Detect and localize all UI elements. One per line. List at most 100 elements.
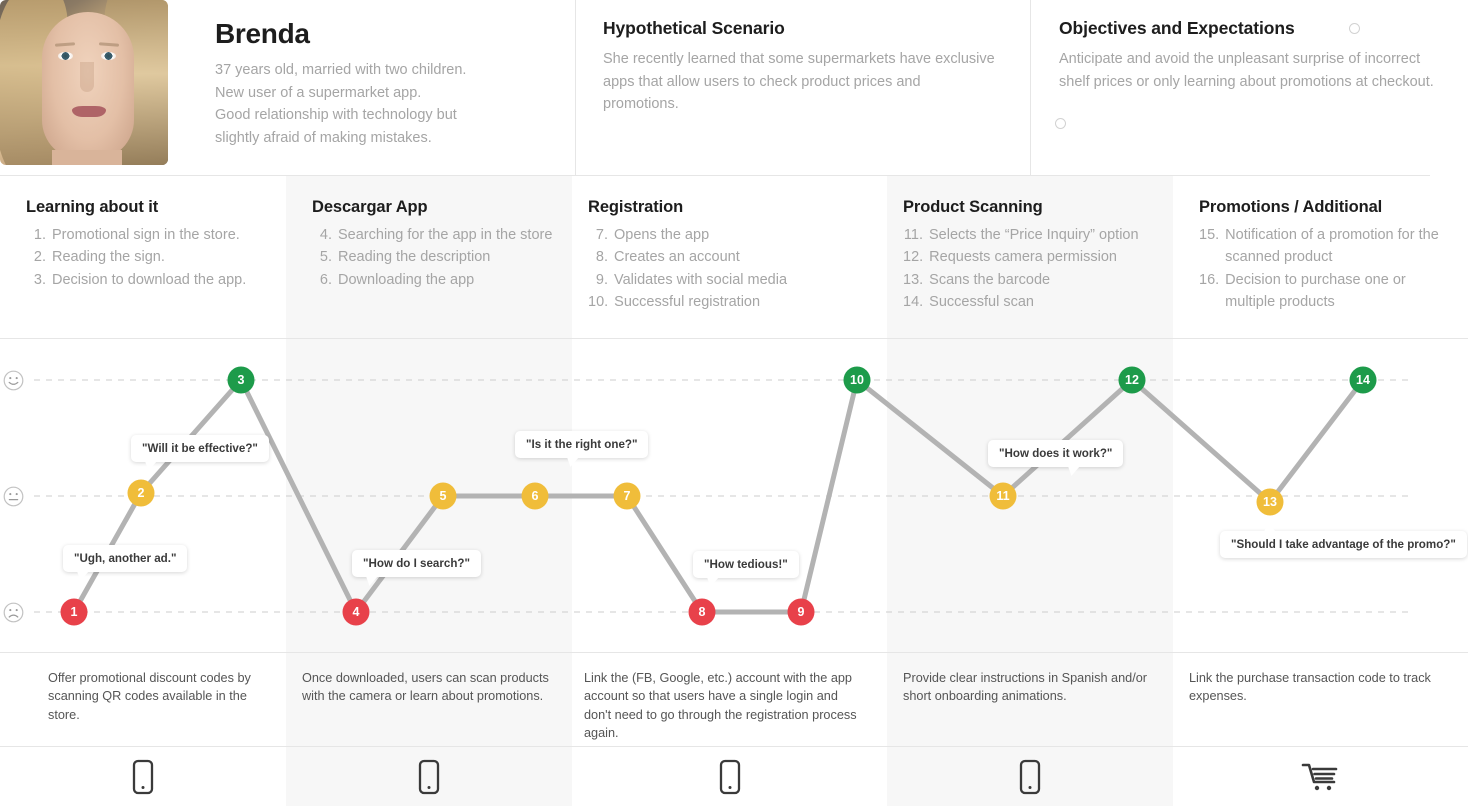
smiley-happy-icon [3,370,24,391]
persona-header: Brenda 37 years old, married with two ch… [0,0,1468,175]
persona-info: Brenda 37 years old, married with two ch… [215,0,575,175]
stage-step: 5.Reading the description [312,246,556,268]
step-text: Scans the barcode [929,271,1051,288]
quote-bubble-text: "How tedious!" [704,558,788,571]
step-text: Searching for the app in the store [338,227,553,243]
stage-step: 8. Creates an account [588,246,871,268]
stage-step-list: 7. Opens the app 8. Creates an account 9.V… [588,224,871,314]
insight-text: Offer promotional discount codes by scan… [48,671,251,722]
channel-cell-5 [1173,747,1468,806]
quote-bubble-tail [77,571,89,581]
stage-header-3: Registration 7. Opens the app 8. Creates a… [572,176,887,338]
emotion-axis [0,338,40,638]
scenario-panel: Hypothetical Scenario She recently learn… [575,0,1030,175]
step-number: 3. [33,271,46,288]
channel-cell-3 [572,747,887,806]
mobile-phone-icon [418,759,440,794]
quote-bubble-2[interactable]: "Will it be effective?" [131,435,269,471]
stage-header-4: Product Scanning 11.Selects the “Price I… [887,176,1173,338]
insight-text: Link the purchase transaction code to tr… [1189,671,1431,704]
shopping-cart-icon [1301,763,1337,790]
channel-cell-2 [286,747,572,806]
stage-step-list: 11.Selects the “Price Inquiry” option 12… [903,224,1157,314]
selection-handle-top-right[interactable] [1349,23,1360,34]
selection-handle-bottom-left[interactable] [1055,118,1066,129]
quote-bubble-tail [1264,522,1276,532]
persona-photo-cell [0,0,215,175]
insight-text: Link the (FB, Google, etc.) account with… [584,671,857,740]
step-number: 14. [903,294,924,311]
step-number: 8. [595,249,608,266]
stage-step-list: 1.Promotional sign in the store. 2.Readi… [26,224,270,291]
persona-photo [0,0,168,165]
stage-column-2[interactable]: Descargar App 4. Searching for the app in… [286,176,572,806]
quote-bubble-text: "How do I search?" [363,557,470,570]
step-number: 16. [1199,271,1220,288]
stage-step: 7. Opens the app [588,224,871,246]
step-text: Opens the app [614,227,710,243]
insight-text: Once downloaded, users can scan products… [302,671,549,704]
quote-bubble-text: "Ugh, another ad." [74,552,177,565]
step-number: 7. [595,227,608,243]
stage-step: 3.Decision to download the app. [26,269,270,291]
objectives-body: Anticipate and avoid the unpleasant surp… [1059,51,1434,90]
mobile-phone-icon [719,759,740,794]
quote-bubble-tail [567,457,579,467]
step-number: 13. [903,271,924,288]
stage-column-1[interactable]: Learning about it 1.Promotional sign in … [0,176,286,806]
stage-step: 1.Promotional sign in the store. [26,224,270,246]
channel-cell-4 [887,747,1173,806]
quote-bubble-6[interactable]: "How does it work?" [988,440,1124,476]
stage-header-5: Promotions / Additional 15.Notification … [1173,176,1468,338]
quote-bubble-text: "Should I take advantage of the promo?" [1231,538,1456,551]
quote-bubble-5[interactable]: "How tedious!" [693,551,799,587]
mobile-phone-icon [1019,759,1041,794]
quote-bubble-3[interactable]: "How do I search?" [352,550,481,586]
step-text: Downloading the app [338,271,475,288]
stage-step: 14. Successful scan [903,291,1157,313]
stage-step: 13. Scans the barcode [903,269,1157,291]
stage-columns: Learning about it 1.Promotional sign in … [0,176,1468,806]
stage-step: 15. Notification of a promotion for the s… [1199,224,1452,269]
stage-column-5[interactable]: Promotions / Additional 15.Notification … [1173,176,1468,806]
stage-header-2: Descargar App 4. Searching for the app in… [286,176,572,338]
objectives-panel: Objectives and Expectations Anticipate a… [1030,0,1468,175]
step-number: 12. [903,249,924,266]
stage-step: 16. Decision to purchase one or multiple … [1199,269,1452,314]
stage-step-list: 15. Notification of a promotion for the s… [1199,224,1452,314]
persona-name: Brenda [215,18,310,49]
quote-bubble-tail [707,577,719,587]
quote-bubble-text: "Is it the right one?" [526,438,638,451]
insight-text: Provide clear instructions in Spanish an… [903,671,1148,704]
step-text: Creates an account [614,249,740,266]
stage-title: Registration [588,198,684,216]
step-text: Selects the “Price Inquiry” option [929,227,1139,243]
stage-step: 4. Searching for the app in the store [312,224,556,246]
smiley-neutral-icon [3,486,24,507]
header-divider [0,175,1430,176]
step-text: Notification of a promotion for the scan… [1225,227,1439,266]
quote-bubble-text: "How does it work?" [999,447,1113,460]
quote-bubble-tail [1068,466,1080,476]
step-number: 15. [1199,227,1220,243]
quote-bubble-7[interactable]: "Should I take advantage of the promo?" [1220,522,1467,558]
scenario-title: Hypothetical Scenario [603,18,785,38]
step-text: Successful registration [614,294,761,311]
stage-column-4[interactable]: Product Scanning 11.Selects the “Price I… [887,176,1173,806]
quote-bubble-1[interactable]: "Ugh, another ad." [63,545,188,581]
objectives-title: Objectives and Expectations [1059,18,1295,38]
step-number: 5. [319,249,332,266]
persona-description: 37 years old, married with two children.… [215,62,467,146]
step-number: 6. [319,271,332,288]
stage-title: Descargar App [312,198,428,216]
stage-step: 12.Requests camera permission [903,246,1157,268]
step-number: 4. [319,227,332,243]
step-text: Decision to purchase one or multiple pro… [1225,271,1406,311]
stage-step: 9.Validates with social media [588,269,871,291]
stage-step-list: 4. Searching for the app in the store 5.R… [312,224,556,291]
quote-bubble-4[interactable]: "Is it the right one?" [515,431,649,467]
stage-column-3[interactable]: Registration 7. Opens the app 8. Creates a… [572,176,887,806]
step-text: Successful scan [929,294,1034,311]
step-number: 2. [33,249,46,266]
